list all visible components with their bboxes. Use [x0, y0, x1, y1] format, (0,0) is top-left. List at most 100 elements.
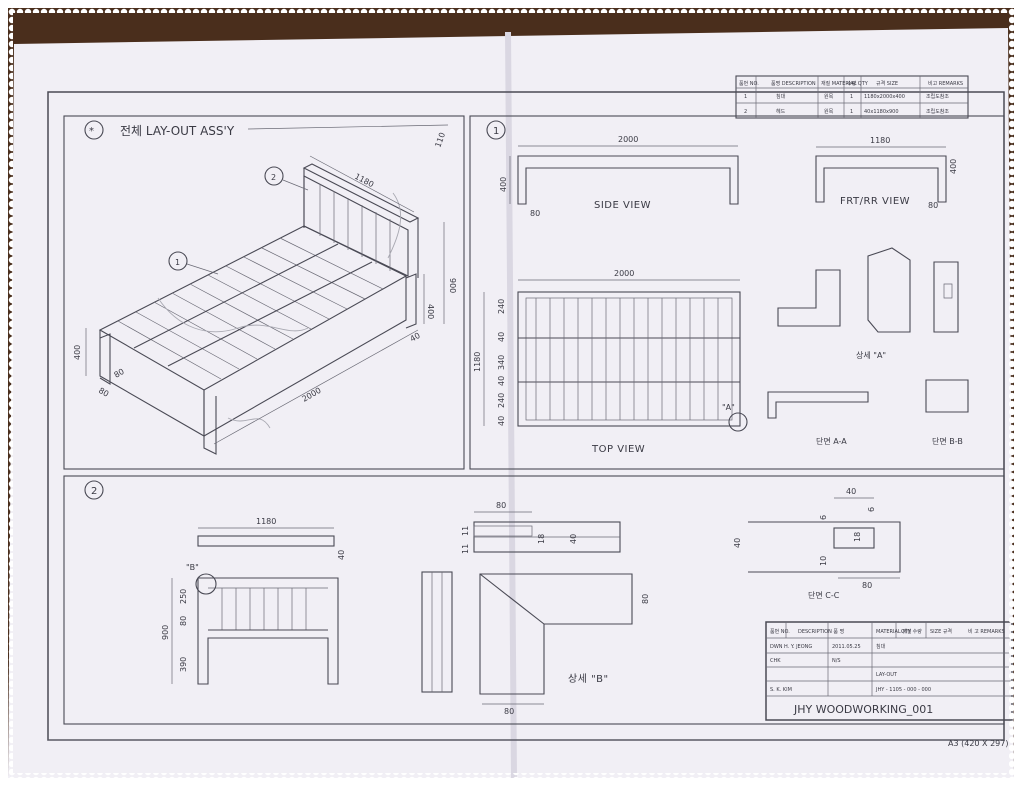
leg-size-dim-a: 80	[113, 367, 126, 380]
joint-top-dim: 11	[461, 526, 470, 536]
headboard-elevation: "B" 900 250 80 390	[161, 563, 339, 685]
technical-drawing: 품번 NO. 품명 DESCRIPTION 재질 MATERIAL 수량 QTY…	[8, 28, 1014, 778]
parts-list-row: 1 침대 원목 1 1180x2000x400 조립도참조	[744, 93, 949, 100]
layout-assy-title: 전체 LAY-OUT ASS'Y	[120, 124, 235, 138]
slat-joint-section: 80 11 11 18 40	[461, 501, 621, 554]
headboard-dim-80: 80	[179, 616, 188, 626]
headboard-width-dim-line	[309, 155, 415, 213]
top-view-width-dim: 1180	[473, 352, 482, 372]
panel-2-marker-label: 2	[91, 486, 98, 497]
rail-thickness-dim: 40	[409, 331, 422, 344]
front-view-height-dim: 400	[949, 159, 958, 174]
side-view-height-dim: 400	[499, 177, 508, 192]
top-view-dim-40-b: 40	[497, 376, 506, 386]
headboard-top-rail: 1180 40	[197, 517, 346, 560]
top-view-dim-240-upper: 240	[497, 299, 506, 314]
part-callout-2	[264, 166, 284, 186]
section-c-slot-dim: 18	[853, 532, 862, 542]
section-c-height-dim: 40	[733, 538, 742, 548]
detail-a-label: 상세 "A"	[856, 350, 886, 360]
joint-length-dim: 80	[496, 501, 506, 510]
parts-row-qty: 1	[850, 109, 853, 115]
drawing-title-value: LAY-OUT	[876, 672, 898, 678]
title-header-no: 품번 NO.	[770, 628, 790, 635]
section-c-upper-dim: 6	[819, 515, 828, 520]
detail-b-callout-circle	[195, 573, 217, 595]
parts-row-description: 침대	[776, 93, 786, 100]
title-header-size: SIZE 규격	[930, 628, 952, 635]
parts-row-size: 1180x2000x400	[864, 94, 905, 100]
date-value: 2011.05.25	[832, 644, 861, 650]
top-view-label: TOP VIEW	[591, 444, 645, 455]
title-header-description: DESCRIPTION 품 명	[798, 628, 844, 635]
parts-header-description: 품명 DESCRIPTION	[771, 80, 816, 87]
joint-depth-dim: 40	[569, 534, 578, 544]
assy-marker-label: *	[89, 126, 95, 137]
detail-b-height-dim: 80	[641, 594, 650, 604]
section-a-a-label: 단면 A-A	[816, 436, 847, 446]
parts-row-material: 원목	[824, 93, 834, 100]
side-view-leg-dim: 80	[530, 209, 540, 218]
rail-height-dim: 400	[426, 304, 435, 319]
parts-row-no: 1	[744, 94, 747, 100]
top-view-detail-a-callout: "A"	[722, 403, 735, 412]
parts-header-remarks: 비고 REMARKS	[928, 80, 963, 87]
section-b-b-label: 단면 B-B	[932, 436, 963, 446]
drawn-by-value: H. Y. JEONG	[784, 644, 812, 650]
company-watermark: JHY WOODWORKING_001	[793, 703, 933, 716]
parts-header-size: 규격 SIZE	[876, 80, 898, 87]
section-c-c-label: 단면 C-C	[808, 590, 840, 600]
title-header-qty: QTY 수량	[901, 628, 922, 635]
section-c-top-dim: 6	[867, 507, 876, 512]
title-header-remarks: 비 고 REMARKS	[968, 628, 1005, 635]
side-view-length-dim: 2000	[618, 135, 638, 144]
parts-list-table: 품번 NO. 품명 DESCRIPTION 재질 MATERIAL 수량 QTY…	[735, 75, 969, 119]
section-c-length-dim: 80	[862, 581, 872, 590]
panel-1-marker	[486, 120, 506, 140]
photo-of-drawing: 품번 NO. 품명 DESCRIPTION 재질 MATERIAL 수량 QTY…	[8, 8, 1014, 778]
panel-2-marker	[84, 480, 104, 500]
part-callout-1-label: 1	[175, 258, 180, 267]
leg-height-dim: 400	[73, 345, 82, 360]
detail-b-view: 80 80 상세 "B"	[479, 573, 650, 716]
section-b-b: 단면 B-B	[925, 379, 969, 446]
front-view-leg-dim: 80	[928, 201, 938, 210]
drawing-number-value: JHY - 1105 - 000 - 000	[875, 687, 931, 693]
headboard-height-dim: 900	[161, 625, 170, 640]
bed-height-dim: 900	[448, 278, 457, 293]
panel-1-marker-label: 1	[493, 126, 500, 137]
parts-row-material: 원목	[824, 108, 834, 115]
layout-assy-panel: * 전체 LAY-OUT ASS'Y	[63, 115, 465, 470]
top-view: 2000 1180 240 40 340 40 240 40 "A" TOP V…	[473, 269, 748, 455]
joint-slot-dim: 18	[537, 534, 546, 544]
parts-row-description: 헤드	[776, 108, 786, 115]
title-header-material: MATERIAL 재질	[876, 628, 912, 635]
parts-row-size: 40x1180x900	[864, 109, 899, 115]
section-c-lower-dim: 10	[819, 556, 828, 566]
side-view-label: SIDE VIEW	[594, 200, 651, 211]
headboard-dim-390: 390	[179, 657, 188, 672]
drawn-by-label: DWN	[770, 644, 783, 650]
detail-b-width-dim: 80	[504, 707, 514, 716]
top-view-length-dim: 2000	[614, 269, 634, 278]
headboard-rail-width-dim: 1180	[256, 517, 276, 526]
headboard-rail-depth-dim: 40	[337, 550, 346, 560]
headboard-panel: 2 1180 40 "B" 900 250	[63, 475, 1005, 725]
detail-b-callout: "B"	[186, 563, 199, 572]
headboard-dim-250: 250	[179, 589, 188, 604]
front-view-label: FRT/RR VIEW	[840, 196, 910, 207]
top-view-dim-40-a: 40	[497, 332, 506, 342]
parts-header-material: 재질 MATERIAL	[821, 80, 857, 87]
parts-list-row: 2 헤드 원목 1 40x1180x900 조립도참조	[744, 108, 949, 115]
parts-header-no: 품번 NO.	[739, 80, 759, 87]
title-block: 품번 NO. DESCRIPTION 품 명 MATERIAL 재질 QTY 수…	[765, 621, 1013, 748]
paper-fold	[505, 31, 517, 778]
frame-views-panel: 1 2000 400 80 SIDE VIEW 1180 400 FRT/RR …	[469, 115, 1005, 470]
parts-row-qty: 1	[850, 94, 853, 100]
approved-by-value: S. K. KIM	[770, 687, 792, 693]
scale-value: N/S	[832, 658, 841, 664]
joint-bottom-dim: 11	[461, 544, 470, 554]
rail-end-view	[421, 571, 453, 693]
checked-label: CHK	[770, 658, 781, 664]
